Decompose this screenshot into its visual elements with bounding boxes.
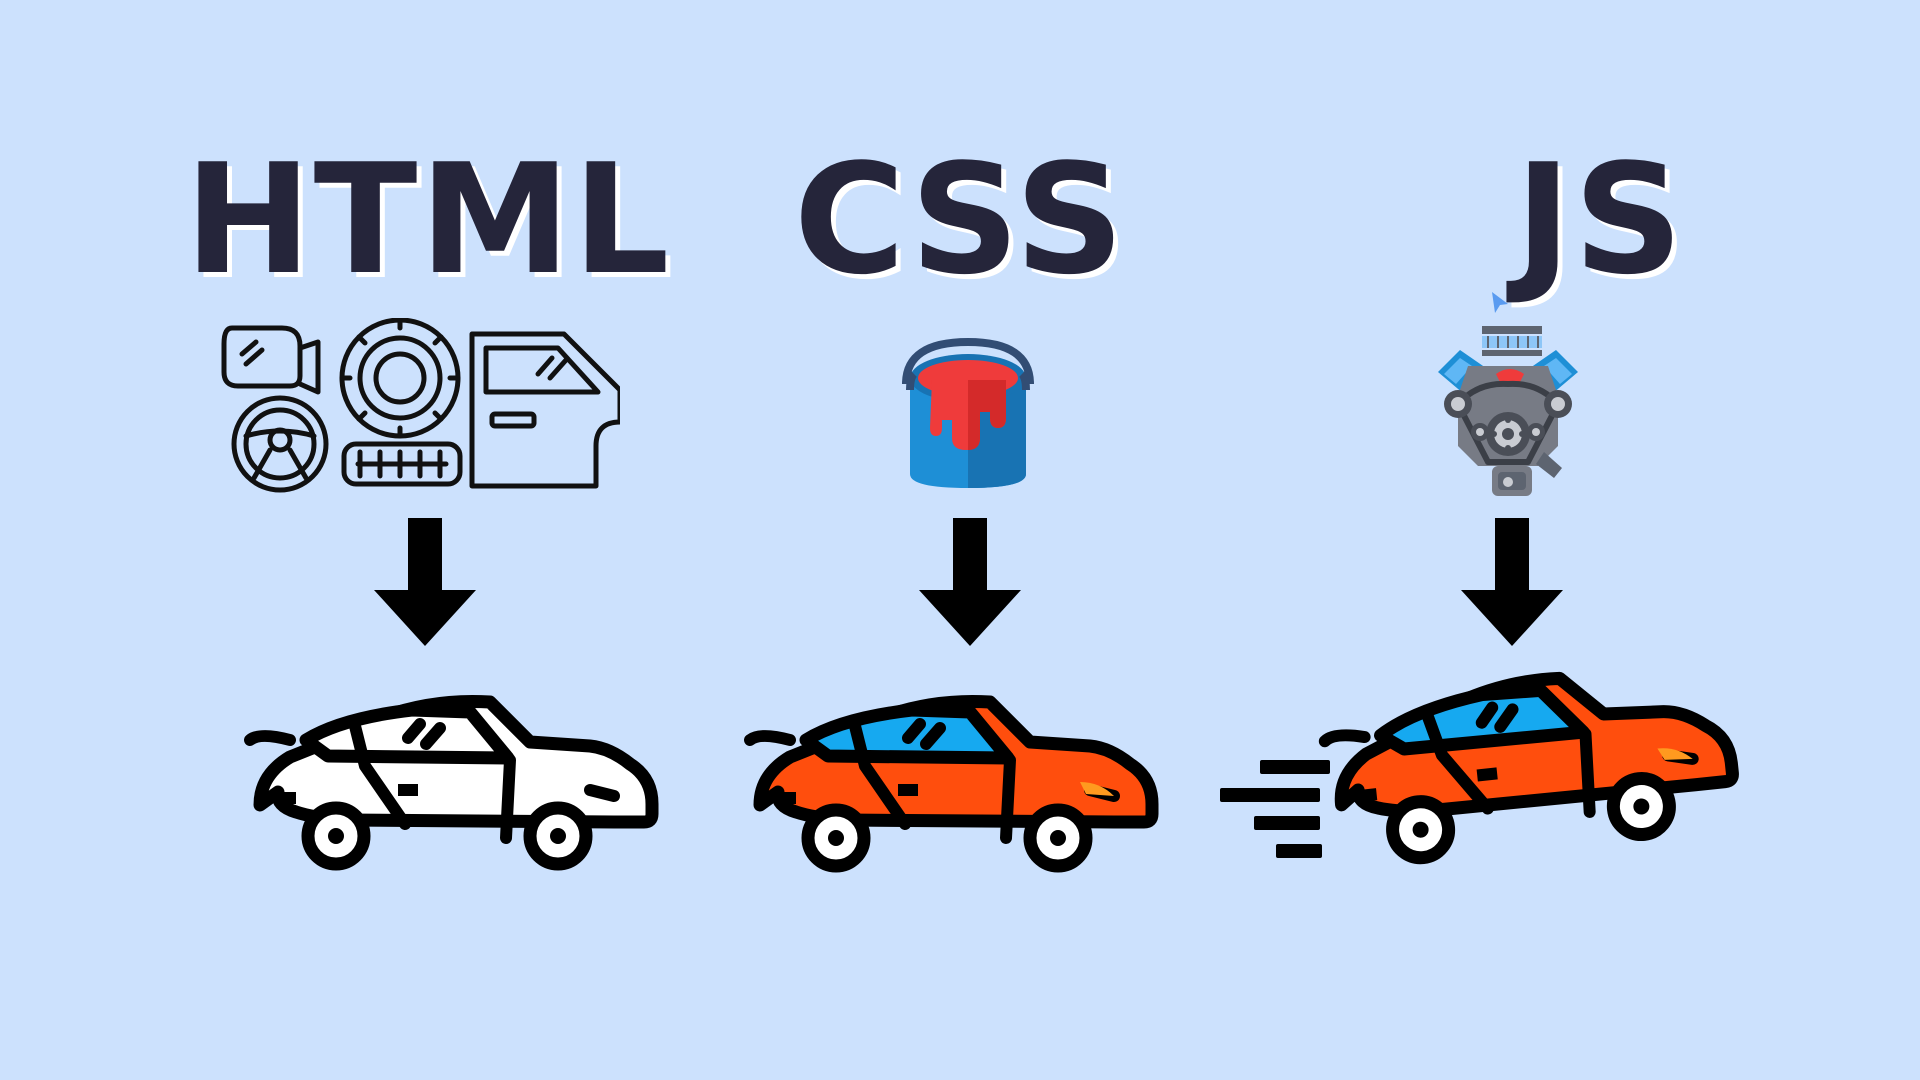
car-parts-icon [221,318,620,493]
title-js: JS [1514,131,1686,308]
column-html: HTML [0,0,670,1080]
title-css: CSS [793,131,1127,308]
paint-bucket-icon [902,337,1034,488]
title-html: HTML [184,131,672,308]
car-outline-icon [244,694,659,871]
car-painted-icon [744,694,1159,873]
arrow-down-icon [1461,518,1563,646]
car-moving-icon [1220,671,1739,865]
arrow-down-icon [919,518,1021,646]
engine-icon [1438,326,1578,496]
column-js: JS [1220,0,1920,1080]
speed-lines-icon [1220,760,1330,858]
arrow-down-icon [374,518,476,646]
column-css: CSS [640,0,1280,1080]
cursor-icon [1492,292,1508,313]
